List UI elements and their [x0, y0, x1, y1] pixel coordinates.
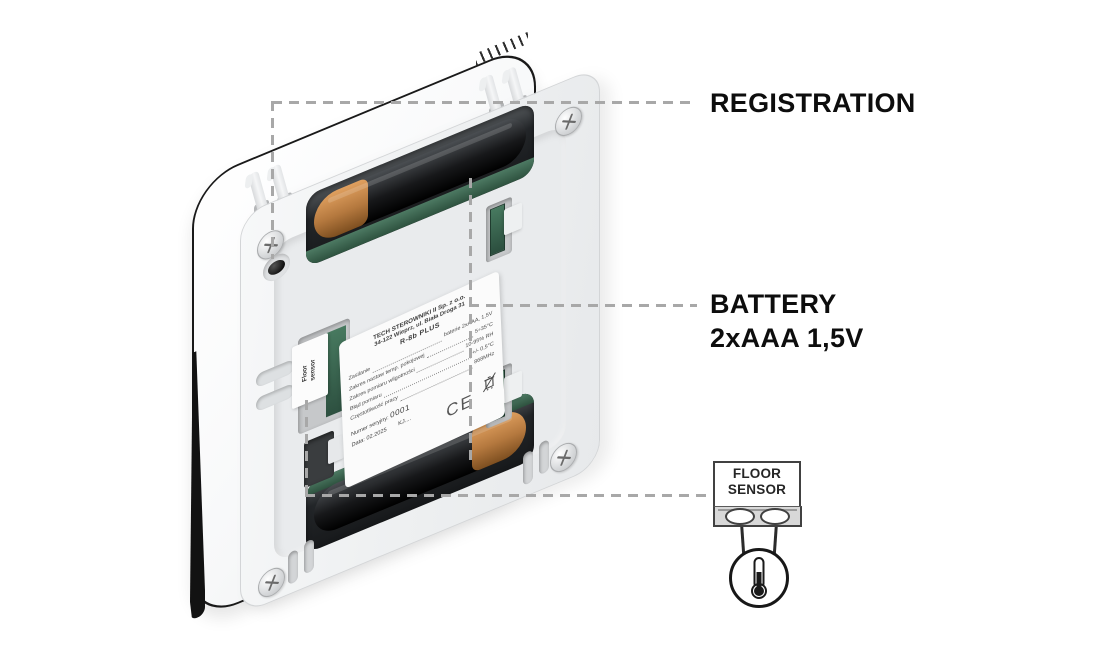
battery-callout-line	[469, 304, 697, 307]
terminal-oval	[759, 507, 790, 525]
vent-slot	[539, 439, 549, 476]
battery-label: BATTERY 2xAAA 1,5V	[710, 287, 864, 355]
weee-crossed-bin-icon	[482, 372, 496, 393]
vent-slot	[523, 449, 533, 486]
product-sticker: TECH STEROWNIKI II Sp. z o.o. 34-122 Wie…	[338, 270, 506, 489]
terminal-oval	[724, 507, 755, 525]
vent-slot	[288, 548, 298, 586]
connector-pcb	[490, 203, 505, 257]
floor-label-line2: sensor	[309, 357, 317, 382]
registration-label: REGISTRATION	[710, 88, 916, 118]
registration-callout-line	[271, 101, 274, 259]
floor-sensor-box-label: FLOOR SENSOR	[727, 466, 787, 497]
thermostat-device: Floor sensor TECH STEROWNIKI II Sp. z o.…	[240, 31, 600, 623]
battery-label-line1: BATTERY	[710, 289, 837, 319]
vent-slot	[304, 538, 314, 575]
battery-label-line2: 2xAAA 1,5V	[710, 323, 864, 353]
floor-sensor-callout-line	[305, 400, 308, 496]
thermometer-icon	[751, 557, 767, 599]
thermometer-badge	[729, 548, 789, 608]
terminal-strip	[712, 505, 802, 527]
terminal-strip-line	[717, 509, 797, 511]
registration-callout-line	[272, 101, 696, 104]
floor-sensor-box: FLOOR SENSOR	[712, 461, 802, 527]
floor-sensor-callout-line	[305, 494, 713, 497]
battery-callout-line	[469, 178, 472, 462]
